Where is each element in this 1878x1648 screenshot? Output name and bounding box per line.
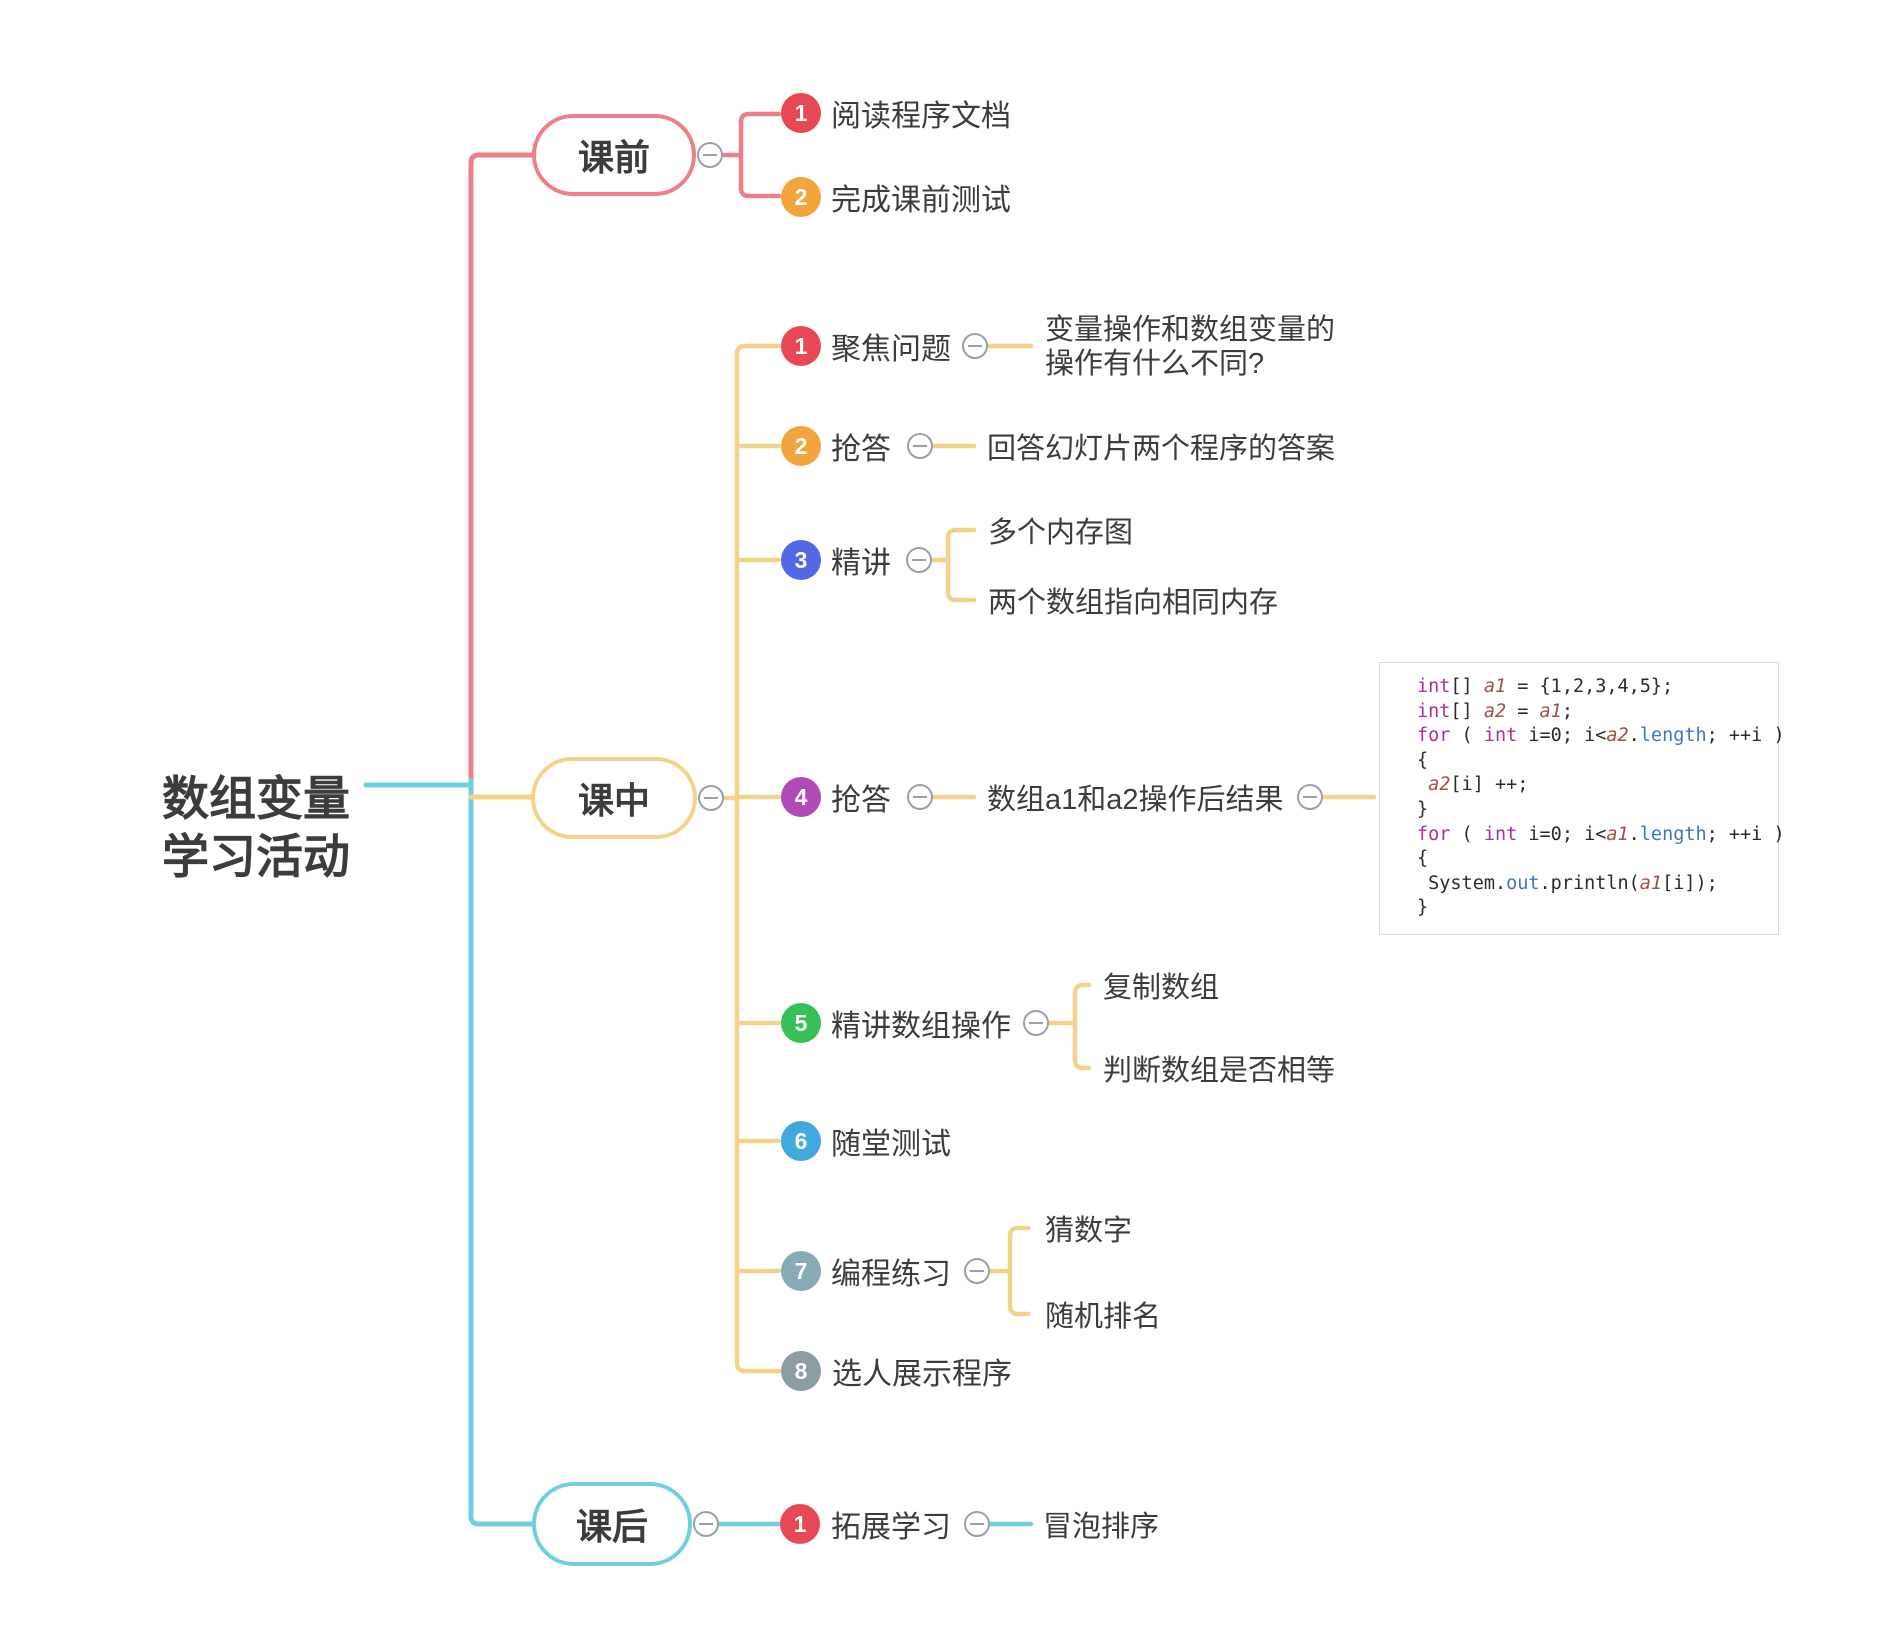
topic-class-quiz[interactable]: 随堂测试 — [831, 1128, 951, 1161]
number-badge-8-icon: 8 — [781, 1351, 821, 1391]
code-line: int[] a2 = a1; — [1417, 700, 1573, 722]
code-line: { — [1417, 749, 1429, 771]
collapse-icon-mid-1[interactable] — [962, 333, 988, 359]
collapse-icon-pre[interactable] — [697, 142, 723, 168]
badge-number: 1 — [794, 332, 808, 359]
subtopic-guess-number[interactable]: 猜数字 — [1045, 1215, 1133, 1247]
topic-lecture-array-ops[interactable]: 精讲数组操作 — [831, 1010, 1011, 1043]
number-badge-2-icon: 2 — [781, 177, 821, 217]
subtopic-random-ranking[interactable]: 随机排名 — [1045, 1301, 1162, 1333]
badge-number: 1 — [794, 99, 808, 126]
topic-focus-question[interactable]: 聚焦问题 — [831, 333, 951, 366]
badge-number: 7 — [794, 1257, 808, 1284]
collapse-icon-mid-7[interactable] — [964, 1258, 990, 1284]
note-line: 变量操作和数组变量的 — [1045, 314, 1336, 346]
subtopic-bubble-sort[interactable]: 冒泡排序 — [1043, 1511, 1160, 1543]
badge-number: 2 — [794, 432, 808, 459]
topic-show-program[interactable]: 选人展示程序 — [832, 1358, 1012, 1391]
badge-number: 5 — [794, 1009, 808, 1036]
code-line: System.out.println(a1[i]); — [1417, 872, 1718, 894]
node-post-class[interactable]: 课后 — [532, 1482, 692, 1566]
note-array-result[interactable]: 数组a1和a2操作后结果 — [987, 784, 1284, 816]
node-pre-class[interactable]: 课前 — [532, 114, 696, 196]
badge-number: 6 — [794, 1127, 808, 1154]
topic-coding-practice[interactable]: 编程练习 — [831, 1258, 951, 1291]
note-quick-answer-1[interactable]: 回答幻灯片两个程序的答案 — [987, 433, 1336, 465]
topic-pre-test[interactable]: 完成课前测试 — [831, 184, 1011, 217]
number-badge-2-icon: 2 — [781, 426, 821, 466]
number-badge-6-icon: 6 — [781, 1121, 821, 1161]
topic-extended-learning[interactable]: 拓展学习 — [831, 1511, 951, 1544]
node-pre-class-label: 课前 — [577, 137, 650, 178]
code-line: } — [1417, 897, 1429, 919]
subtopic-copy-array[interactable]: 复制数组 — [1103, 972, 1220, 1004]
badge-number: 4 — [794, 783, 808, 810]
number-badge-1-icon: 1 — [780, 1504, 820, 1544]
connector-branch-pre — [468, 111, 782, 783]
badge-number: 8 — [794, 1357, 808, 1384]
collapse-icon-mid[interactable] — [698, 785, 724, 811]
root-title-line2: 学习活动 — [162, 830, 350, 883]
topic-lecture[interactable]: 精讲 — [831, 547, 891, 580]
code-line: a2[i] ++; — [1428, 774, 1529, 796]
badge-number: 2 — [794, 183, 808, 210]
collapse-icon-post-1[interactable] — [964, 1511, 990, 1537]
badge-number: 1 — [793, 1510, 807, 1537]
number-badge-7-icon: 7 — [781, 1251, 821, 1291]
root-topic[interactable]: 数组变量 学习活动 — [150, 770, 362, 886]
collapse-icon-post[interactable] — [693, 1511, 719, 1537]
subtopic-array-equal[interactable]: 判断数组是否相等 — [1103, 1055, 1336, 1087]
collapse-icon-mid-3[interactable] — [906, 547, 932, 573]
number-badge-5-icon: 5 — [781, 1003, 821, 1043]
code-line: } — [1417, 798, 1429, 820]
connector-branch-mid — [468, 343, 1377, 1374]
note-line: 操作有什么不同? — [1045, 347, 1265, 380]
note-focus-question[interactable]: 变量操作和数组变量的 操作有什么不同? — [1045, 314, 1335, 381]
code-line: { — [1417, 848, 1429, 870]
code-line: for ( int i=0; i<a1.length; ++i ) — [1417, 823, 1785, 845]
subtopic-memory-diagrams[interactable]: 多个内存图 — [988, 517, 1134, 549]
collapse-icon-mid-4[interactable] — [907, 784, 933, 810]
node-in-class[interactable]: 课中 — [531, 757, 697, 839]
number-badge-3-icon: 3 — [781, 540, 821, 580]
number-badge-1-icon: 1 — [781, 326, 821, 366]
subtopic-same-memory[interactable]: 两个数组指向相同内存 — [988, 587, 1279, 619]
collapse-icon-mid-2[interactable] — [907, 433, 933, 459]
collapse-icon-mid-4-note[interactable] — [1297, 784, 1323, 810]
collapse-icon-mid-5[interactable] — [1023, 1010, 1049, 1036]
code-line: for ( int i=0; i<a2.length; ++i ) — [1417, 725, 1785, 747]
node-in-class-label: 课中 — [577, 780, 650, 821]
badge-number: 3 — [794, 546, 808, 573]
topic-quick-answer-1[interactable]: 抢答 — [831, 433, 891, 466]
code-line: int[] a1 = {1,2,3,4,5}; — [1417, 676, 1674, 697]
number-badge-4-icon: 4 — [781, 777, 821, 817]
node-post-class-label: 课后 — [575, 1506, 648, 1547]
number-badge-1-icon: 1 — [781, 93, 821, 133]
root-title-line1: 数组变量 — [162, 772, 350, 825]
topic-read-docs[interactable]: 阅读程序文档 — [831, 100, 1011, 133]
connector-branch-post — [363, 777, 1034, 1527]
code-snippet[interactable]: int[] a1 = {1,2,3,4,5}; int[] a2 = a1; for… — [1379, 662, 1785, 935]
topic-quick-answer-2[interactable]: 抢答 — [831, 784, 891, 817]
